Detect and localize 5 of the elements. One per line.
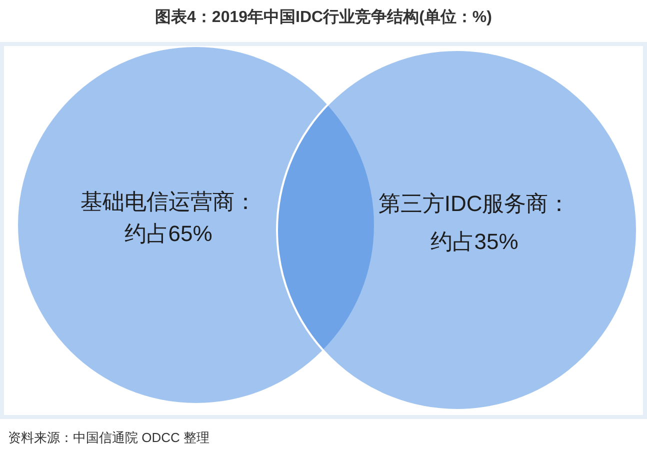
chart-title: 图表4：2019年中国IDC行业竞争结构(单位：%) bbox=[155, 9, 492, 26]
share-label: 基础电信运营商：约占65% bbox=[79, 188, 258, 248]
share-label: 第三方IDC服务商：约占35% bbox=[377, 190, 572, 256]
venn-circle bbox=[276, 49, 638, 411]
source-note: 资料来源：中国信通院 ODCC 整理 bbox=[8, 429, 210, 447]
